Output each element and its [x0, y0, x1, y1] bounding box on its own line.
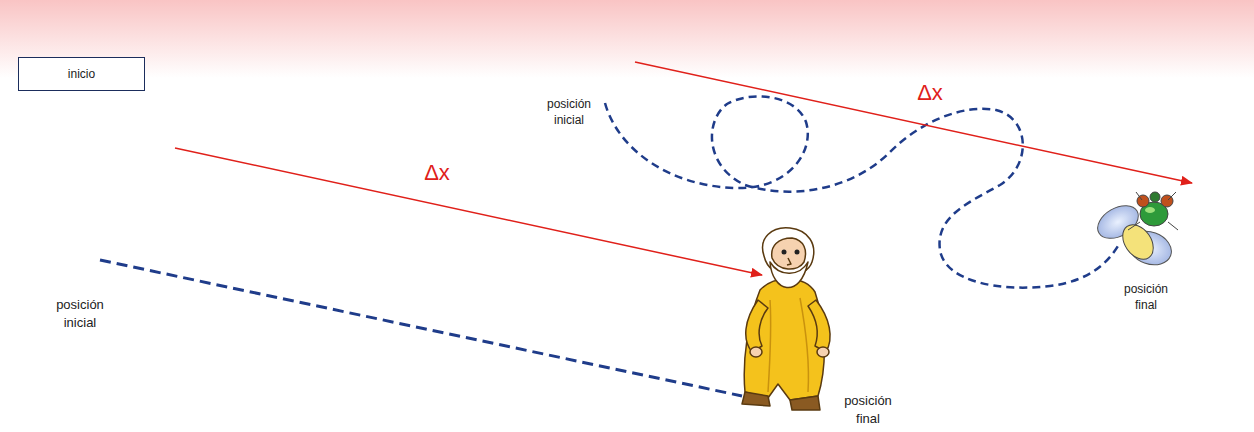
displacement-arrow	[635, 62, 1192, 183]
position-label: posición inicial	[547, 96, 591, 128]
displacement-label: Δx	[424, 158, 450, 188]
header-band	[0, 0, 1254, 78]
position-label: posición final	[1124, 281, 1168, 313]
trajectory-curve	[605, 96, 1118, 287]
position-label: posición inicial	[56, 296, 104, 331]
displacement-label: Δx	[917, 78, 943, 108]
fly	[1092, 192, 1178, 271]
walking-man	[742, 228, 830, 410]
position-label: posición final	[844, 392, 892, 427]
box-text: inicio	[68, 67, 95, 81]
displacement-arrow	[175, 148, 762, 275]
start-box: inicio	[18, 57, 145, 91]
trajectory-line	[100, 260, 742, 396]
